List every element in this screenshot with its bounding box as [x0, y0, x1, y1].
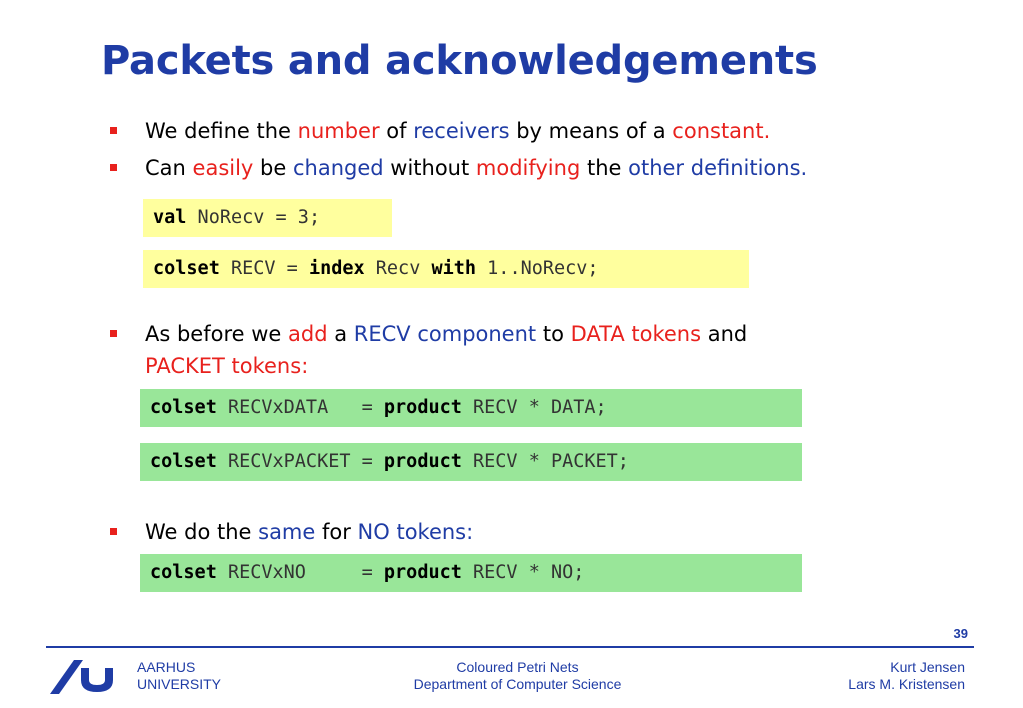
university-line1: AARHUS: [137, 659, 196, 675]
code-text: RECV * NO;: [461, 562, 585, 583]
bullet-text: We do the same for NO tokens:: [145, 516, 473, 548]
text-run: DATA tokens: [570, 322, 702, 346]
code-text: NoRecv = 3;: [186, 207, 321, 228]
bullet-text: We define the number of receivers by mea…: [145, 115, 770, 147]
code-keyword: colset: [150, 562, 217, 583]
bullet-text: As before we add a RECV component to DAT…: [145, 318, 747, 382]
page-number: 39: [953, 626, 968, 641]
text-run: to: [536, 322, 571, 346]
bullet-line: Can easily be changed without modifying …: [145, 152, 807, 184]
text-run: of: [379, 119, 414, 143]
author-name: Kurt Jensen: [890, 659, 965, 675]
text-run: the: [580, 156, 629, 180]
code-keyword: product: [383, 451, 462, 472]
code-text: 1..NoRecv;: [476, 258, 599, 279]
text-run: modifying: [475, 156, 581, 180]
text-run: receivers: [413, 119, 510, 143]
text-run: We do the: [145, 520, 259, 544]
bullet-square-icon: [110, 164, 117, 171]
department-name: Department of Computer Science: [413, 676, 622, 692]
code-text: RECVxPACKET =: [216, 451, 384, 472]
bullet-line: PACKET tokens:: [145, 350, 747, 382]
author-name: Lars M. Kristensen: [848, 676, 965, 692]
code-keyword: colset: [150, 397, 217, 418]
code-box-val-norecv: val NoRecv = 3;: [143, 199, 392, 237]
code-text: RECV =: [219, 258, 309, 279]
footer-course-info: Coloured Petri Nets Department of Comput…: [370, 659, 665, 693]
code-box-recvxno: colset RECVxNO = product RECV * NO;: [140, 554, 802, 592]
code-box-recvxdata: colset RECVxDATA = product RECV * DATA;: [140, 389, 802, 427]
bullet-square-icon: [110, 330, 117, 337]
code-text: RECVxNO =: [216, 562, 384, 583]
code-keyword: colset: [150, 451, 217, 472]
text-run: for: [315, 520, 358, 544]
bullet-square-icon: [110, 127, 117, 134]
text-run: changed: [292, 156, 384, 180]
text-run: Can: [145, 156, 193, 180]
university-name: AARHUS UNIVERSITY: [137, 659, 221, 693]
bullet-line: We define the number of receivers by mea…: [145, 115, 770, 147]
text-run: same: [258, 520, 316, 544]
text-run: RECV component: [353, 322, 537, 346]
bullet-line: We do the same for NO tokens:: [145, 516, 473, 548]
text-run: without: [383, 156, 476, 180]
text-run: constant.: [672, 119, 771, 143]
code-keyword: index: [308, 258, 365, 279]
bullet-line: As before we add a RECV component to DAT…: [145, 318, 747, 350]
text-run: by means of a: [509, 119, 673, 143]
text-run: PACKET tokens:: [145, 354, 309, 378]
code-text: RECVxDATA =: [216, 397, 384, 418]
university-line2: UNIVERSITY: [137, 676, 222, 692]
text-run: add: [288, 322, 328, 346]
code-box-recvxpacket: colset RECVxPACKET = product RECV * PACK…: [140, 443, 802, 481]
text-run: easily: [192, 156, 254, 180]
code-text: RECV * PACKET;: [461, 451, 629, 472]
slide-title: Packets and acknowledgements: [101, 38, 818, 84]
text-run: be: [253, 156, 293, 180]
code-keyword: product: [383, 397, 462, 418]
bullet-square-icon: [110, 528, 117, 535]
code-text: RECV * DATA;: [461, 397, 607, 418]
text-run: NO tokens:: [357, 520, 474, 544]
footer-authors: Kurt Jensen Lars M. Kristensen: [848, 659, 965, 693]
footer-divider: [46, 646, 974, 648]
code-box-colset-recv: colset RECV = index Recv with 1..NoRecv;: [143, 250, 749, 288]
text-run: and: [701, 322, 748, 346]
text-run: other definitions.: [628, 156, 808, 180]
code-keyword: val: [153, 207, 187, 228]
course-name: Coloured Petri Nets: [456, 659, 579, 675]
text-run: a: [327, 322, 354, 346]
aarhus-university-logo-icon: [50, 660, 113, 694]
text-run: We define the: [145, 119, 298, 143]
code-keyword: colset: [153, 258, 220, 279]
bullet-text: Can easily be changed without modifying …: [145, 152, 807, 184]
code-text: Recv: [364, 258, 432, 279]
text-run: As before we: [145, 322, 289, 346]
code-keyword: product: [383, 562, 462, 583]
text-run: number: [297, 119, 380, 143]
code-keyword: with: [431, 258, 477, 279]
